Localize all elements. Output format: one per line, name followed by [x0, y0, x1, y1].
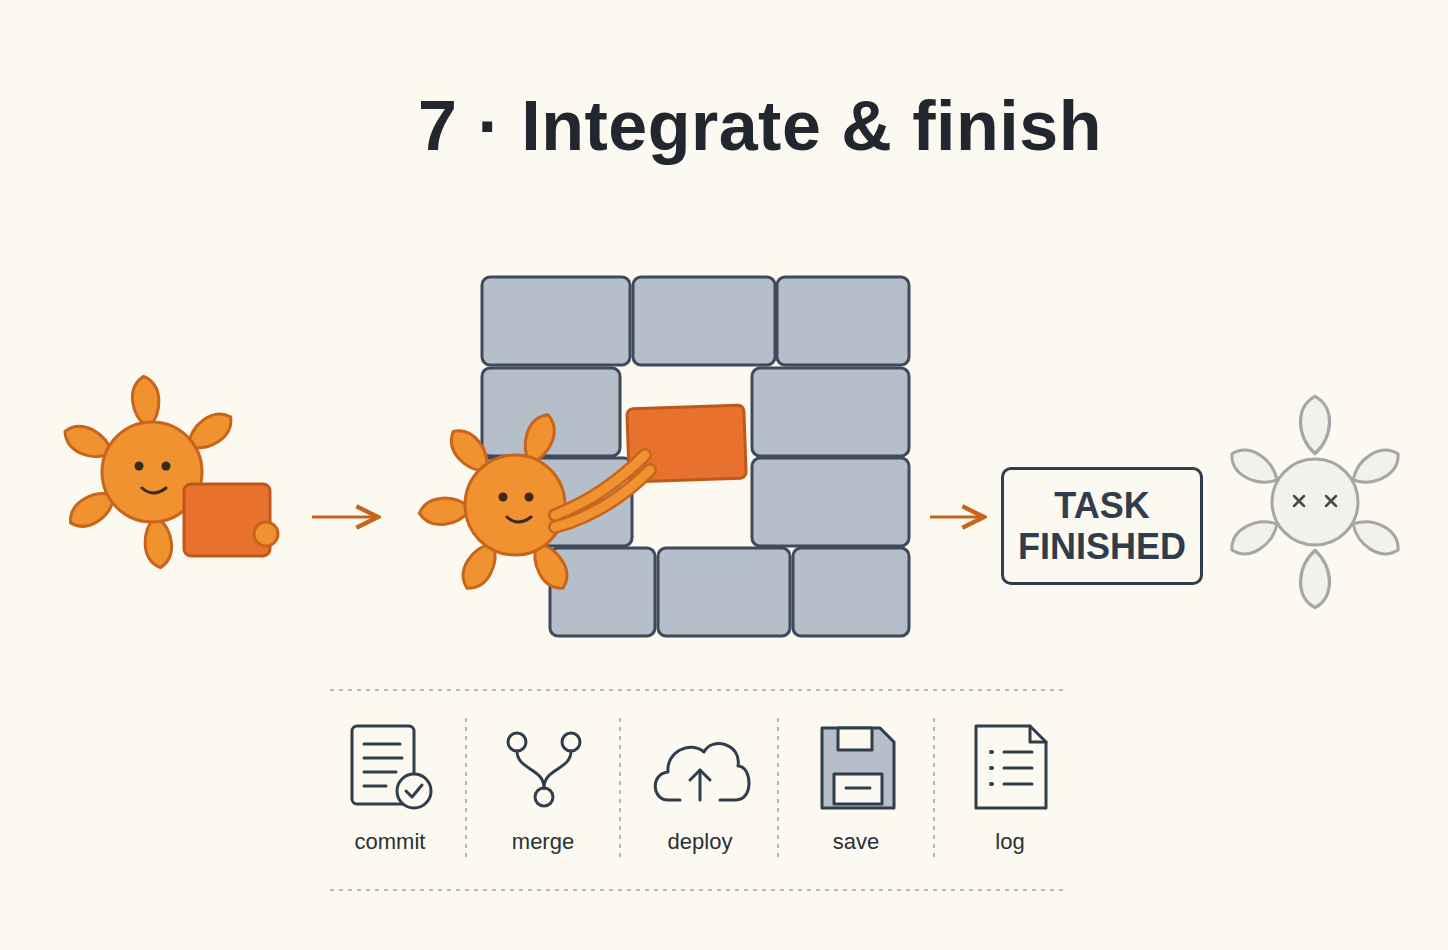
finished-blob [1225, 396, 1404, 607]
commit-icon [352, 726, 431, 808]
log-icon [976, 726, 1046, 808]
deploy-icon [655, 744, 749, 800]
brick-wall [482, 277, 909, 636]
flow-arrow [312, 516, 378, 519]
status-text: TASK FINISHED [1018, 485, 1186, 568]
merge-icon [508, 733, 580, 806]
agent-blob [418, 410, 650, 594]
save-icon [822, 728, 894, 808]
separator [330, 690, 1068, 890]
icon-label: deploy [668, 829, 733, 855]
icon-label: merge [512, 829, 574, 855]
icon-label: log [995, 829, 1024, 855]
status-box: TASK FINISHED [1001, 467, 1203, 585]
title: 7 · Integrate & finish [418, 86, 1102, 166]
icon-label: commit [355, 829, 426, 855]
block [184, 484, 270, 556]
flow-arrow [930, 516, 984, 519]
icon-label: save [833, 829, 879, 855]
